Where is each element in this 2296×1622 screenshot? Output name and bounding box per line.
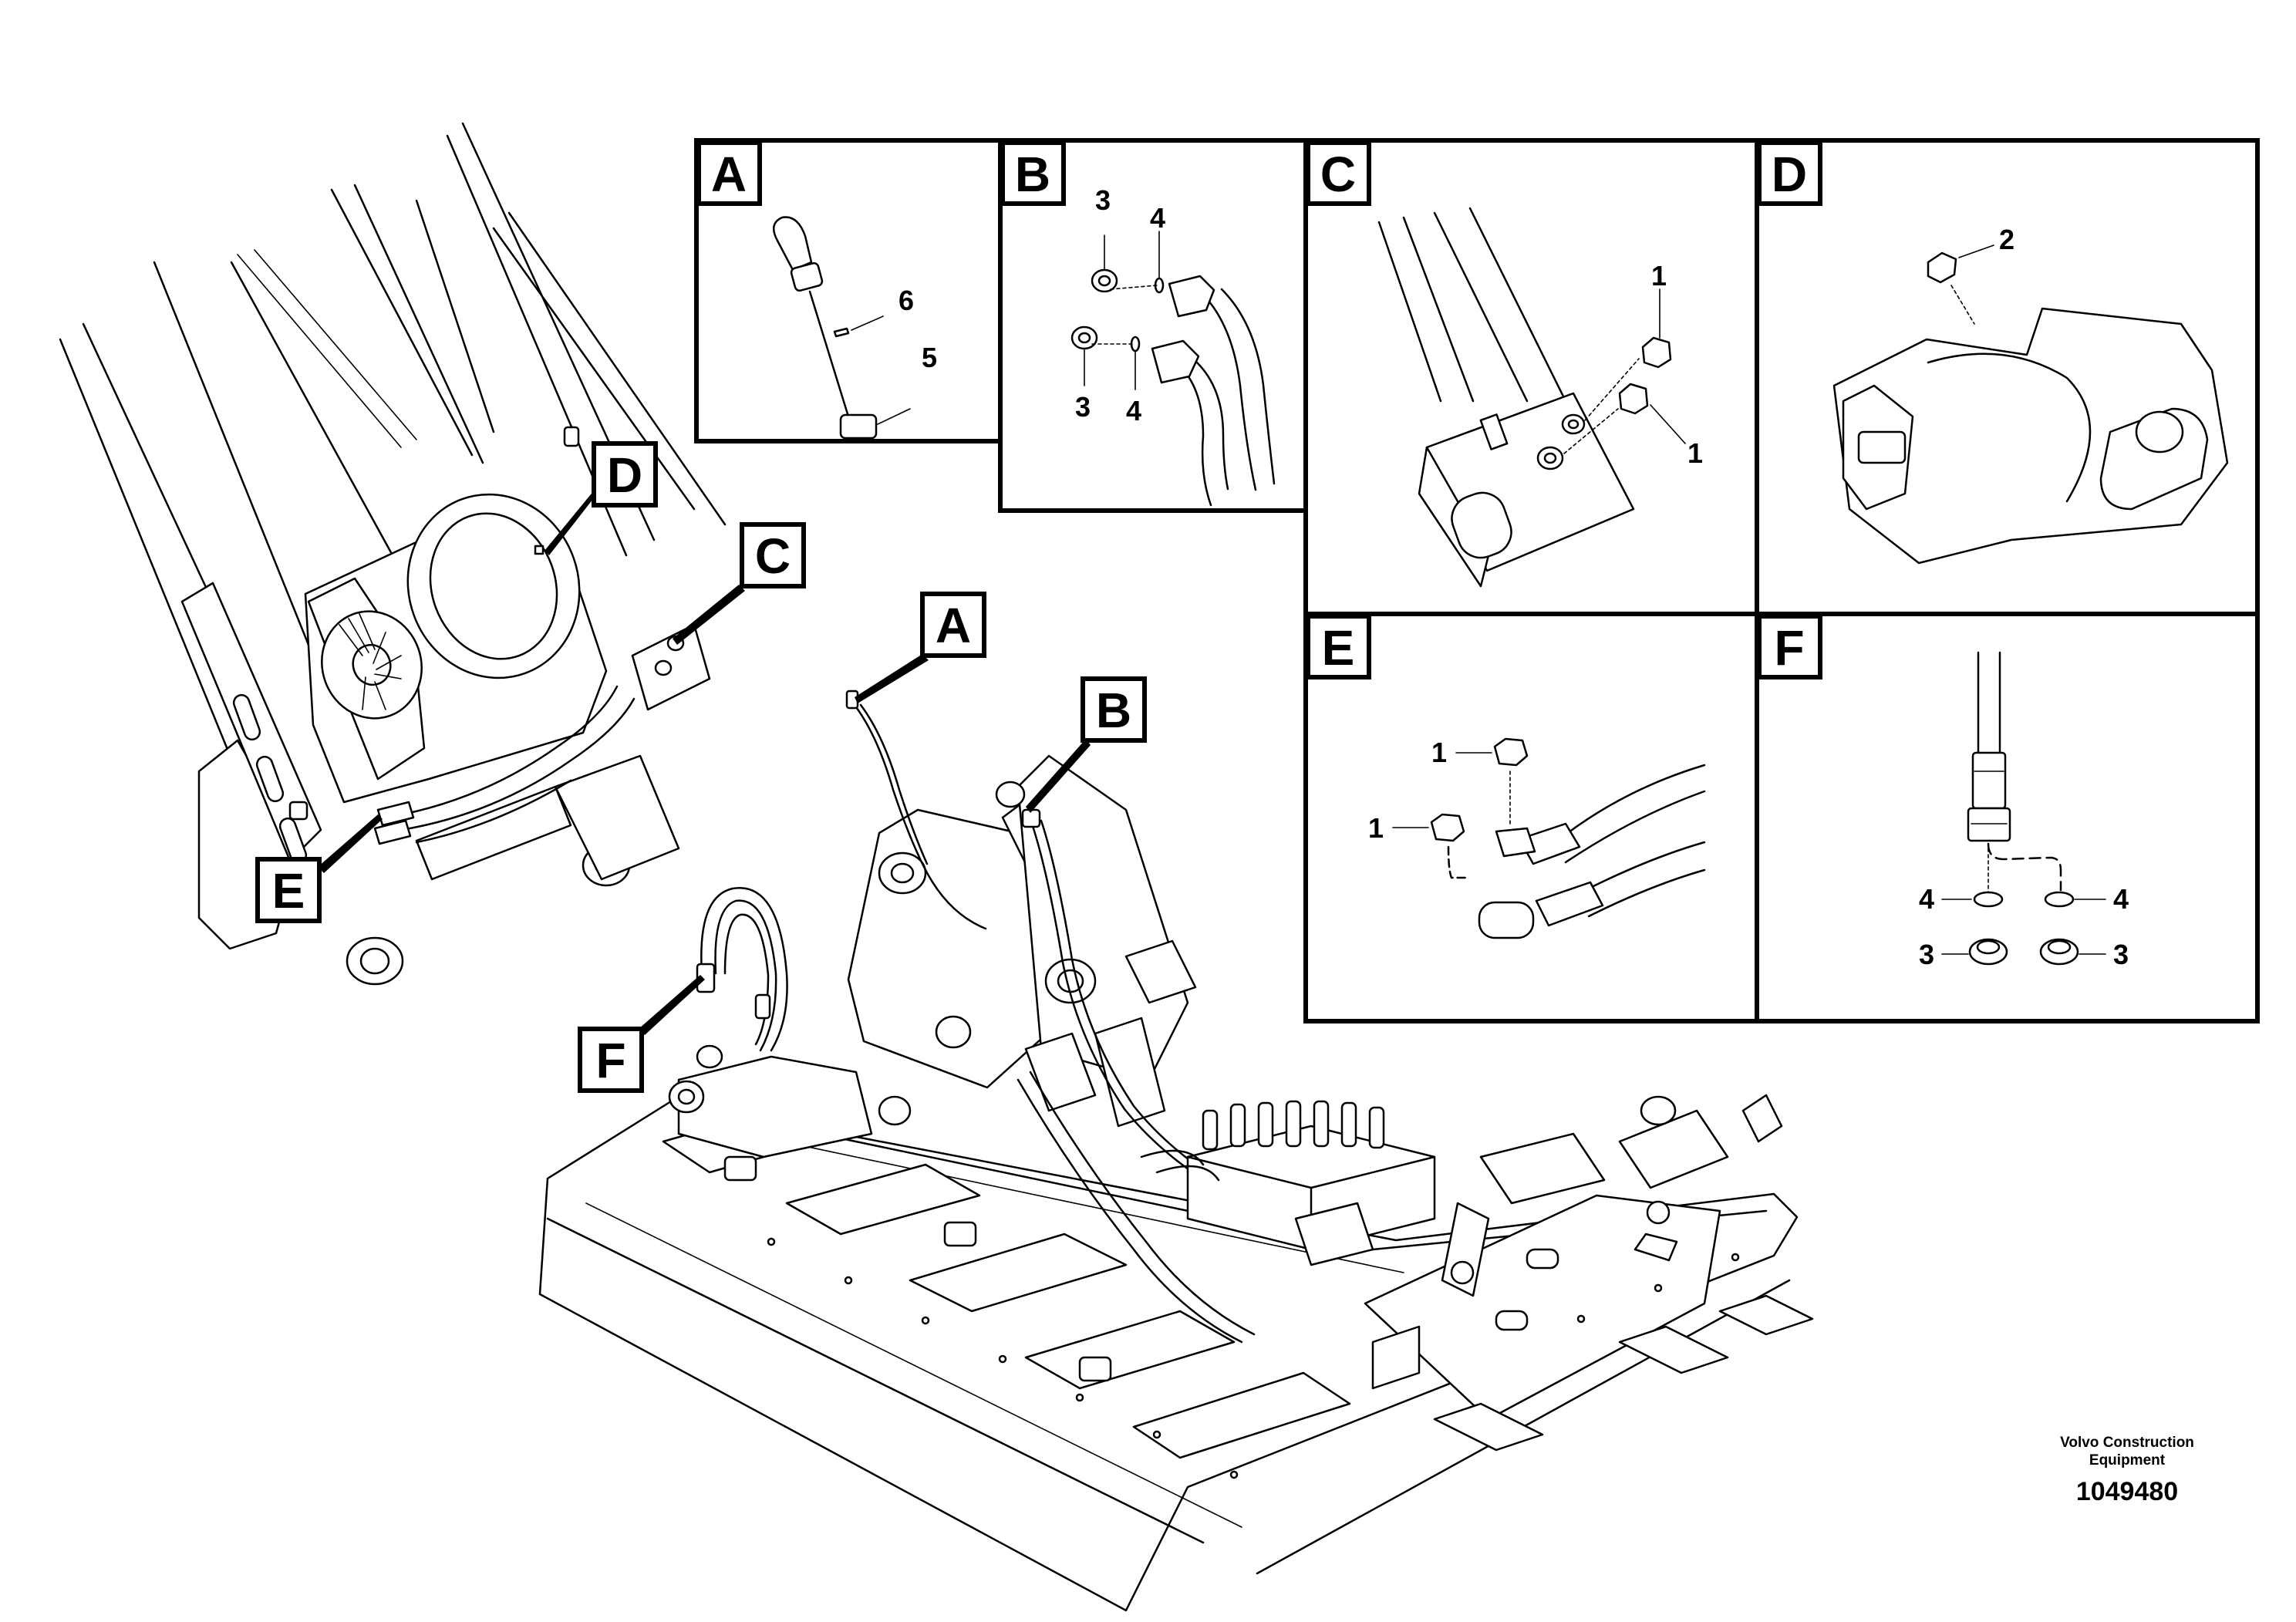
panel-f-letter: F [1774,620,1804,676]
callout-c-leader [673,585,745,645]
callout-b-leader [1026,739,1091,813]
detail-c-drawing: 1 1 [1377,207,1703,588]
company-name-line2: Equipment [2089,1452,2166,1469]
panel-e-letter: E [1322,620,1355,676]
panel-d-letter-box: D [1757,140,1822,206]
detail-a-drawing: 6 5 [772,216,937,440]
company-name-line1: Volvo Construction [2060,1435,2194,1451]
callouts: D C E A B F [255,441,1147,1093]
callout-f-leader [639,975,705,1035]
detail-panels: A B C D E F [694,138,2260,1023]
detail-a-part-6: 6 [899,285,914,316]
detail-d-drawing: 2 [1832,224,2229,565]
callout-c-letter: C [755,528,791,584]
title-block: Volvo Construction Equipment 1049480 [2060,1435,2194,1506]
callout-d-box [592,441,658,508]
callout-a-leader [855,654,929,703]
detail-e-part-1-bottom: 1 [1368,812,1384,844]
panel-a-letter-box: A [696,140,762,206]
detail-b-drawing: 3 4 3 4 [1070,184,1276,507]
detail-e-drawing: 1 1 [1368,737,1706,939]
panel-c-letter: C [1320,147,1356,202]
callout-f-box [578,1027,644,1093]
callout-a-letter: A [936,598,971,653]
panel-c-letter-box: C [1306,140,1371,206]
panel-d-letter: D [1772,147,1807,202]
detail-f-part-4-right: 4 [2113,883,2129,915]
panel-b-letter: B [1015,147,1050,202]
detail-c-part-1-top: 1 [1651,260,1667,292]
main-frame-assembly [538,690,1814,1612]
panel-e-letter-box: E [1306,614,1371,679]
detail-a-part-5: 5 [922,342,937,373]
drawing-number: 1049480 [2076,1477,2178,1506]
callout-a-box [920,592,986,658]
callout-b-letter: B [1096,683,1131,738]
detail-b-part-3-top: 3 [1095,184,1111,216]
detail-b-part-4-top: 4 [1150,202,1165,234]
detail-f-part-4-left: 4 [1919,883,1934,915]
callout-f-letter: F [595,1033,625,1088]
panel-f-letter-box: F [1757,614,1822,679]
callout-e-leader [318,814,383,873]
callout-c-box [740,522,806,588]
detail-b-part-3-bottom: 3 [1075,391,1091,423]
detail-f-drawing: 4 4 3 3 [1919,651,2129,970]
callout-b-box [1081,676,1147,743]
detail-e-part-1-top: 1 [1431,737,1447,768]
detail-f-part-3-right: 3 [2113,939,2129,970]
callout-e-box [255,857,322,923]
panel-f-frame [1755,612,2260,1023]
detail-b-part-4-bottom: 4 [1126,395,1141,427]
boom-winch-assembly [59,122,727,986]
panel-b-letter-box: B [1000,140,1066,206]
panel-a-letter: A [711,147,747,202]
callout-e-letter: E [272,863,305,919]
detail-d-part-2: 2 [1999,224,2014,255]
detail-f-part-3-left: 3 [1919,939,1934,970]
callout-d-letter: D [607,447,642,503]
detail-c-part-1-bottom: 1 [1687,437,1703,469]
